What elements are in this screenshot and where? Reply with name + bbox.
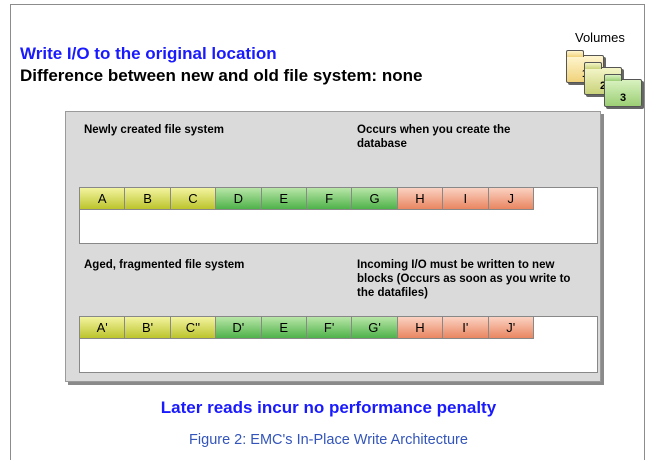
figure-caption: Figure 2: EMC's In-Place Write Architect…: [189, 432, 468, 448]
block-cell: E: [261, 188, 307, 210]
block-cell: F': [306, 317, 353, 339]
figure-frame: [10, 4, 645, 460]
volumes-label: Volumes: [575, 30, 625, 45]
block-cell: D': [216, 317, 262, 339]
block-cell: H: [397, 317, 444, 339]
volume-folder-icon: 3: [604, 74, 642, 107]
block-cell: A: [80, 188, 126, 210]
volume-number: 3: [619, 92, 627, 104]
block-cell: B': [125, 317, 171, 339]
block-cell: I': [443, 317, 489, 339]
volume-number: 2: [599, 80, 607, 92]
block-cell: I: [443, 188, 489, 210]
block-cell: G': [352, 317, 398, 339]
new-fs-label: Newly created file system: [84, 124, 224, 136]
block-cell: D: [216, 188, 262, 210]
aged-fs-note: Incoming I/O must be written to new bloc…: [357, 259, 571, 299]
block-cell: J': [488, 317, 534, 339]
conclusion-text: Later reads incur no performance penalty: [160, 398, 497, 417]
aged-fs-label: Aged, fragmented file system: [84, 259, 245, 271]
block-cell: B: [125, 188, 171, 210]
block-cell: F: [306, 188, 353, 210]
block-cell: C'': [170, 317, 217, 339]
diagram-title: Write I/O to the original location: [20, 44, 277, 63]
block-cell: H: [397, 188, 444, 210]
block-cell: A': [80, 317, 126, 339]
block-cell: J: [488, 188, 534, 210]
block-cell: C: [170, 188, 217, 210]
diagram-subtitle: Difference between new and old file syst…: [20, 66, 423, 85]
block-cell: G: [352, 188, 398, 210]
block-cell: E: [261, 317, 307, 339]
new-fs-note: Occurs when you create the database: [357, 124, 511, 150]
